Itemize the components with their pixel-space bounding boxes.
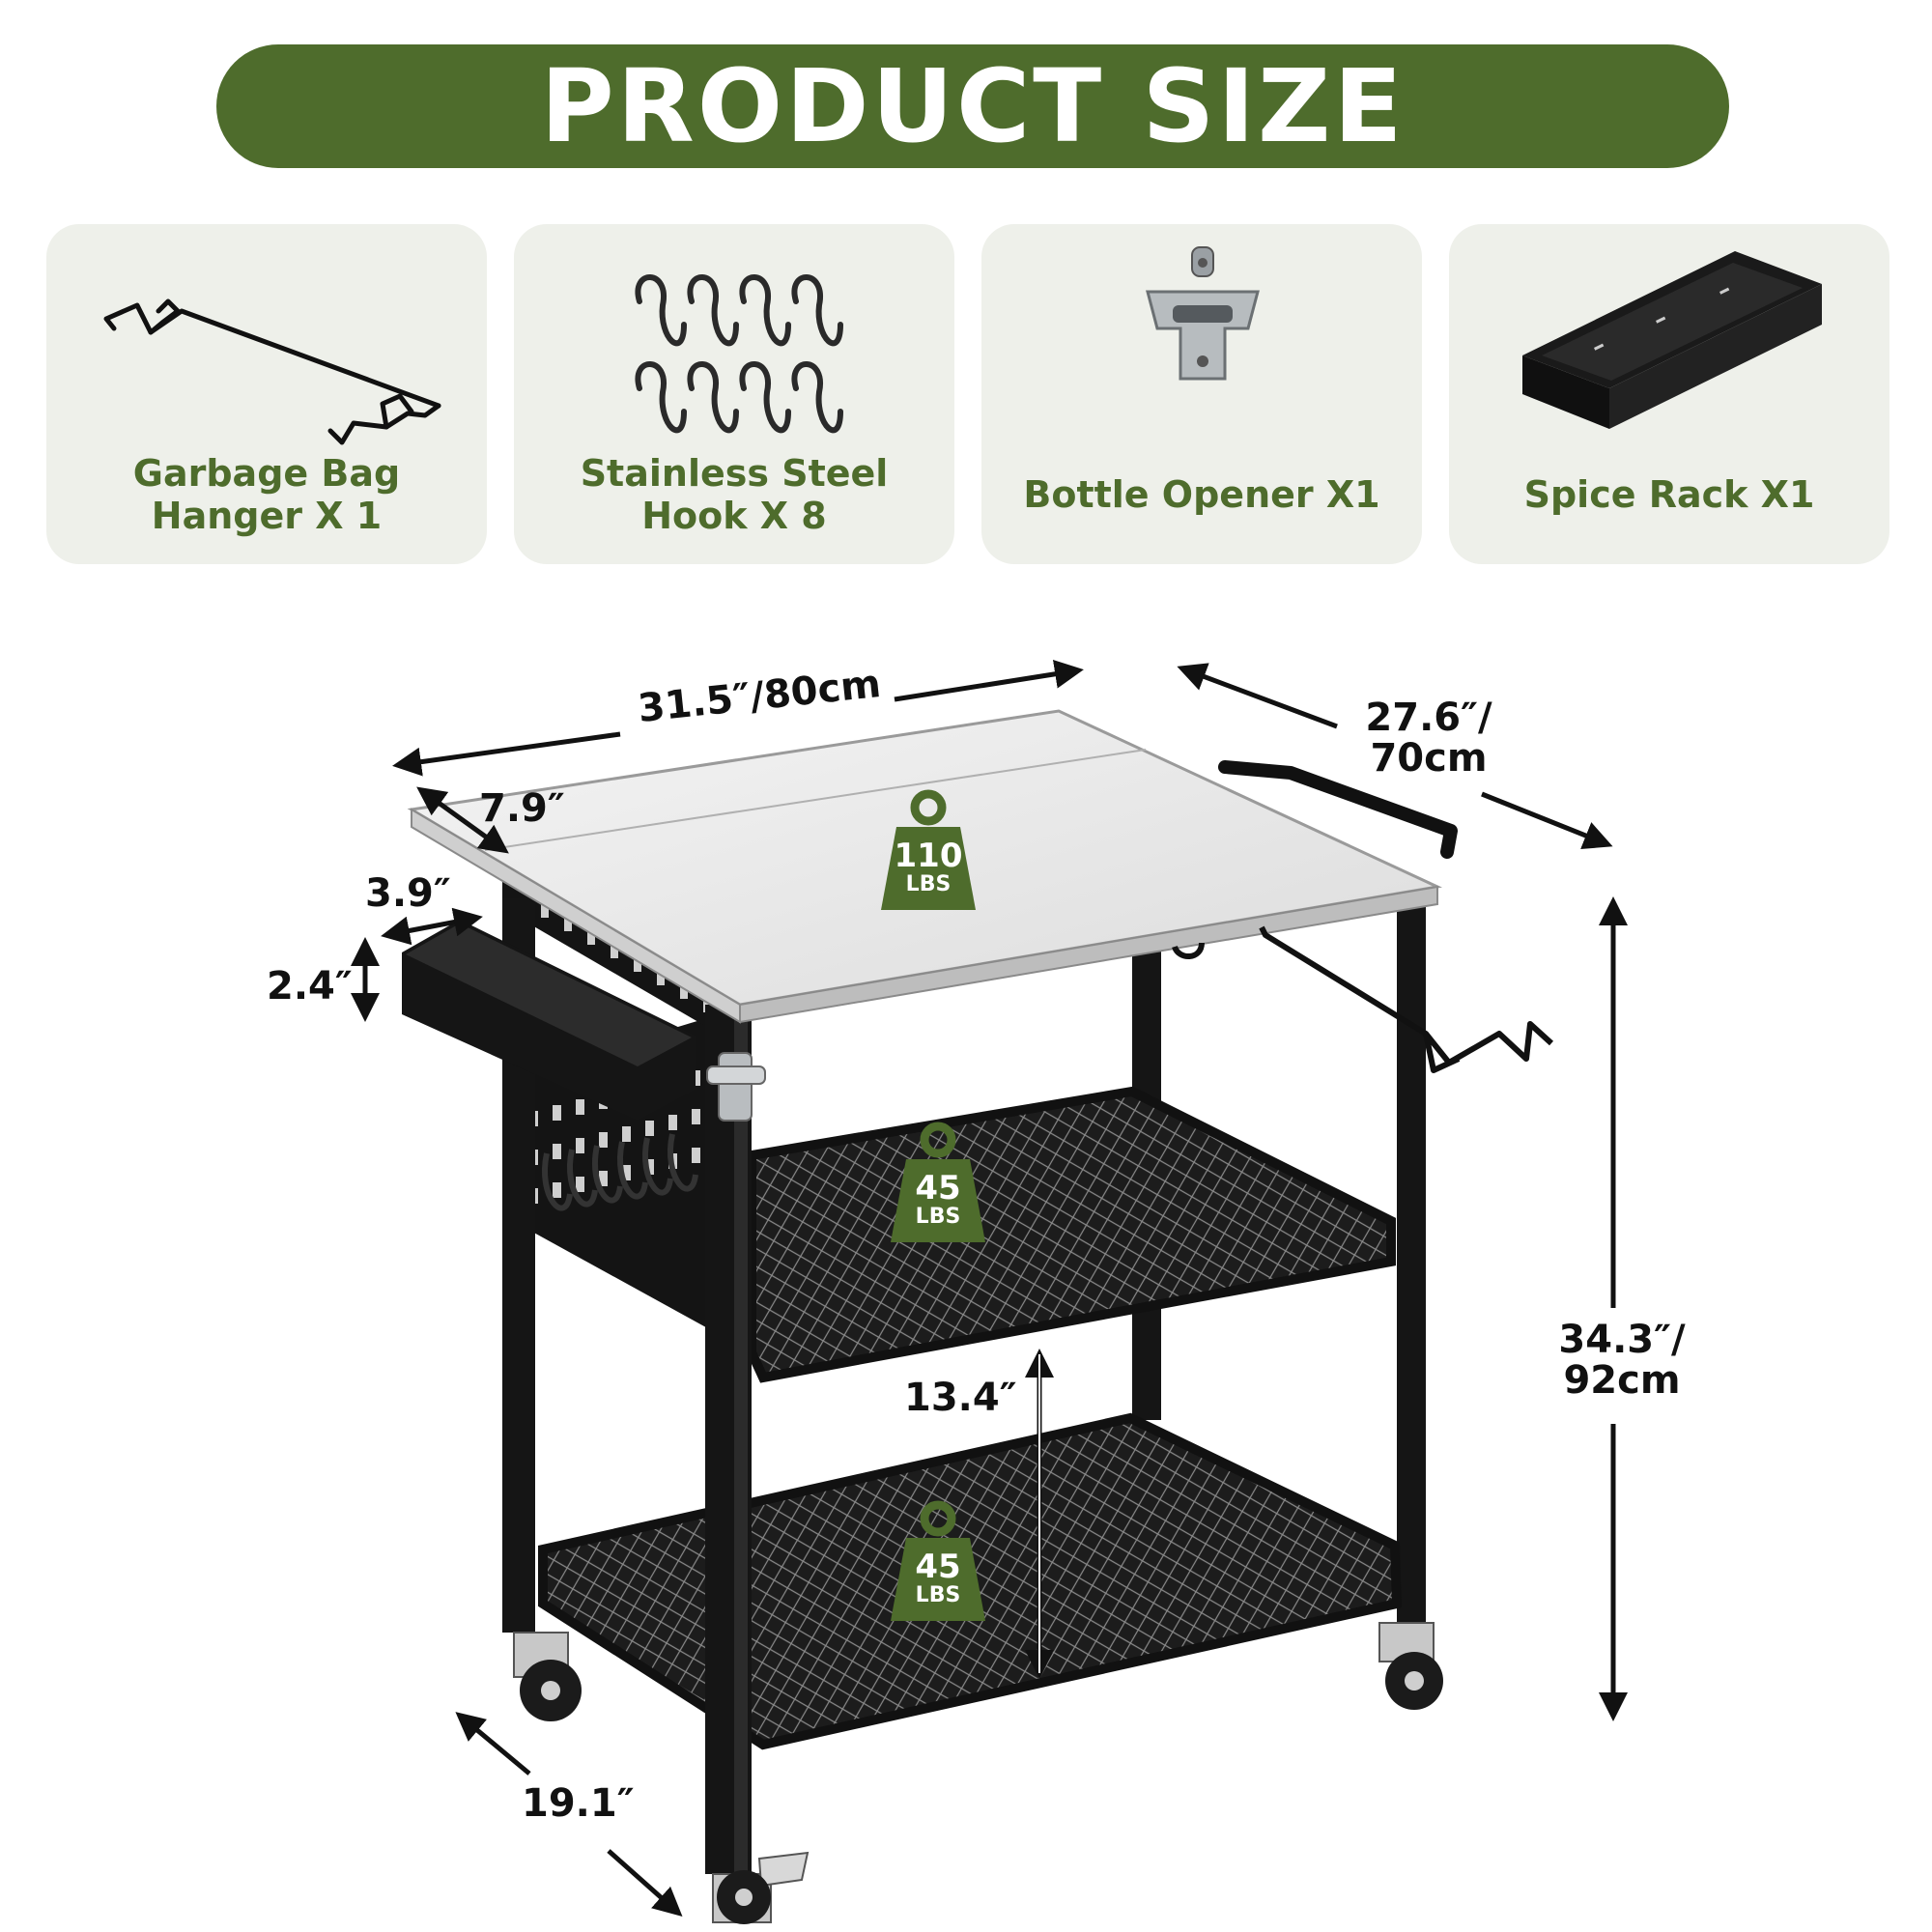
lower-weight-badge: 45 LBS [885, 1499, 991, 1625]
garbage-bag-hanger-icon [103, 298, 441, 445]
accessory-card-garbage-bag-hanger: Garbage Bag Hanger X 1 [46, 224, 487, 564]
bottle-opener-icon [1146, 246, 1260, 381]
dimension-height: 34.3″/ 92cm [1558, 1318, 1686, 1403]
accessory-card-spice-rack: Spice Rack X1 [1449, 224, 1889, 564]
weight-icon [881, 789, 976, 910]
accessory-label: Bottle Opener X1 [1023, 473, 1380, 516]
weight-icon [891, 1500, 985, 1621]
dimension-rack-depth: 3.9″ [365, 871, 451, 916]
caster-wheels [513, 1622, 1443, 1924]
dimension-shelf-depth: 19.1″ [522, 1781, 635, 1826]
push-handle [1218, 760, 1458, 859]
spice-rack-icon [1522, 251, 1822, 429]
accessory-card-steel-hooks: Stainless Steel Hook X 8 [514, 224, 954, 564]
s-hooks-icon [635, 274, 843, 434]
dimension-shelf-gap: 13.4″ [904, 1376, 1017, 1420]
page-title: PRODUCT SIZE [540, 47, 1406, 165]
weight-icon [891, 1122, 985, 1242]
middle-weight-badge: 45 LBS [885, 1121, 991, 1246]
accessory-label: Spice Rack X1 [1523, 473, 1815, 516]
top-weight-badge: 110 LBS [875, 788, 981, 914]
dimension-rack-height: 2.4″ [267, 964, 353, 1009]
rear-right-leg [1397, 889, 1426, 1623]
dimension-depth: 27.6″/ 70cm [1365, 696, 1492, 781]
accessory-label: Stainless Steel Hook X 8 [580, 452, 889, 537]
accessory-card-bottle-opener: Bottle Opener X1 [981, 224, 1422, 564]
title-banner: PRODUCT SIZE [216, 44, 1729, 168]
dimension-arrows [351, 659, 1628, 1917]
dimension-side-shelf: 7.9″ [479, 786, 565, 831]
middle-shelf [747, 1086, 1396, 1383]
accessory-label: Garbage Bag Hanger X 1 [132, 452, 401, 537]
